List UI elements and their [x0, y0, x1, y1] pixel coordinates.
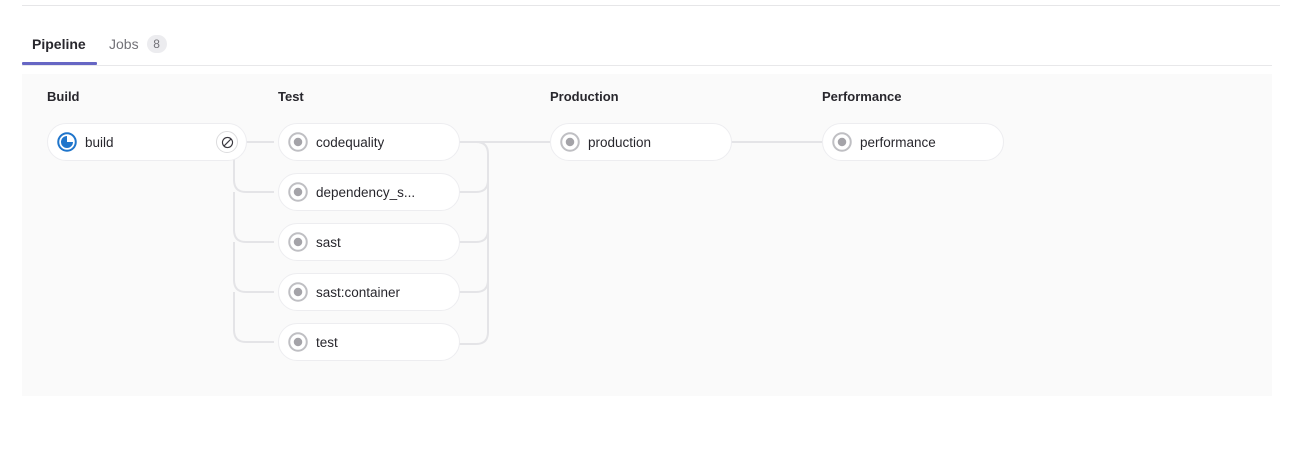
job-performance[interactable]: performance — [822, 123, 1004, 161]
tab-bar-divider — [22, 65, 1272, 66]
status-created-icon — [288, 232, 308, 252]
stage-build-title: Build — [47, 89, 80, 104]
job-codequality-label: codequality — [316, 134, 385, 150]
pipeline-graph-canvas: Build build Test — [22, 74, 1272, 396]
status-created-icon — [560, 132, 580, 152]
stage-performance-title: Performance — [822, 89, 902, 104]
job-dependency-scanning[interactable]: dependency_s... — [278, 173, 460, 211]
top-divider — [22, 5, 1280, 6]
job-sast[interactable]: sast — [278, 223, 460, 261]
job-build[interactable]: build — [47, 123, 247, 161]
status-created-icon — [288, 132, 308, 152]
job-sast-container-label: sast:container — [316, 284, 401, 300]
job-build-label: build — [85, 134, 114, 150]
stage-production-title: Production — [550, 89, 619, 104]
tab-jobs-label: Jobs — [109, 36, 139, 52]
job-sast-container[interactable]: sast:container — [278, 273, 460, 311]
tab-bar: Pipeline Jobs 8 — [22, 22, 1272, 66]
job-production-label: production — [588, 134, 652, 150]
job-codequality[interactable]: codequality — [278, 123, 460, 161]
status-running-icon — [57, 132, 77, 152]
job-production[interactable]: production — [550, 123, 732, 161]
job-test-label: test — [316, 334, 338, 350]
stage-test-title: Test — [278, 89, 304, 104]
tab-jobs-count-badge: 8 — [146, 35, 167, 53]
job-dependency-scanning-label: dependency_s... — [316, 184, 416, 200]
job-performance-label: performance — [860, 134, 936, 150]
tab-pipeline-label: Pipeline — [32, 36, 86, 52]
status-created-icon — [832, 132, 852, 152]
job-sast-label: sast — [316, 234, 341, 250]
status-created-icon — [288, 332, 308, 352]
tab-active-indicator — [22, 62, 97, 65]
cancel-icon[interactable] — [216, 131, 238, 153]
status-created-icon — [288, 182, 308, 202]
tab-pipeline[interactable]: Pipeline — [32, 22, 86, 66]
job-test[interactable]: test — [278, 323, 460, 361]
status-created-icon — [288, 282, 308, 302]
tab-jobs[interactable]: Jobs 8 — [109, 22, 167, 66]
